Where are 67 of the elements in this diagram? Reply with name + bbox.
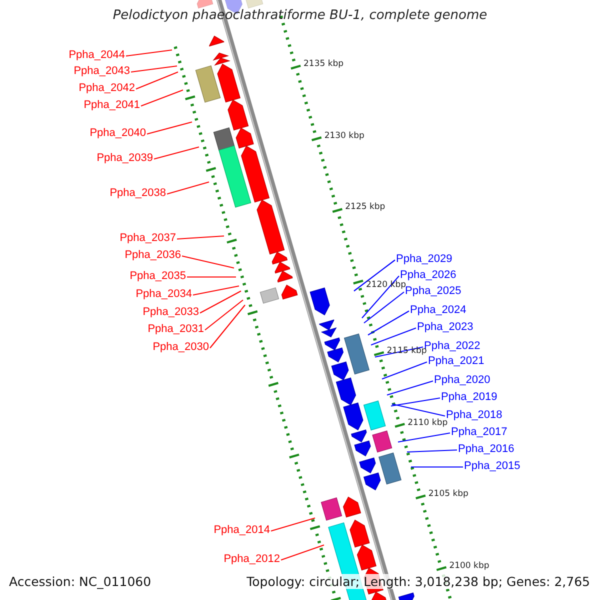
gene-label: Ppha_2018 [446,409,502,422]
leader-line [187,276,236,278]
gene-label: Ppha_2035 [130,270,186,283]
gene-label: Ppha_2014 [214,524,270,537]
gene-label: Ppha_2041 [84,99,140,112]
gene-label: Ppha_2023 [417,321,474,334]
gene-label: Ppha_2040 [90,127,146,140]
leader-line [270,517,316,532]
gene-label: Ppha_2016 [458,443,514,456]
leader-line [280,544,324,561]
scale-label: 2100 kbp [449,560,490,571]
gene-label: Ppha_2037 [120,232,176,245]
gene-label: Ppha_2020 [434,374,490,387]
leader-line [382,361,428,380]
leader-line [200,290,242,314]
leader-line [368,310,410,336]
leader-line [386,380,434,396]
leader-line [210,304,246,348]
leader-line [354,260,396,292]
leader-line [362,276,400,318]
gene-label: Ppha_2038 [110,187,166,200]
gene-label: Ppha_2019 [441,391,498,404]
leader-line [154,146,200,160]
gene-label: Ppha_2026 [400,269,456,282]
leader-line [411,466,463,468]
gene-label: Ppha_2044 [68,49,125,62]
leader-line [166,181,210,195]
leader-line [176,235,224,240]
gene-label: Ppha_2039 [96,152,153,165]
leader-line [192,285,240,296]
gene-label: Ppha_2021 [428,355,484,368]
leader-line [370,327,416,346]
leader-line [364,292,404,324]
gene-label: Ppha_2033 [142,306,199,319]
leader-line [406,449,458,453]
leader-line [136,72,178,90]
gene-label: Ppha_2042 [78,82,135,95]
leader-line [204,300,244,330]
scale-label: 2110 kbp [408,418,448,428]
gene-label: Ppha_2017 [451,426,508,439]
gene-label: Ppha_2030 [152,341,209,354]
leader-line [182,255,234,269]
scale-label: 2125 kbp [345,202,386,212]
chart-title: Pelodictyon phaeoclathratiforme BU-1, complete genome [112,8,488,23]
gene-label: Ppha_2024 [410,304,466,317]
leader-line [130,65,178,73]
gene-label: Ppha_2034 [136,288,192,301]
scale-label: 2105 kbp [428,489,468,500]
scale-label: 2130 kbp [324,130,364,141]
leader-line [392,403,446,417]
gene-label: Ppha_2029 [396,253,452,266]
gene-label: Ppha_2022 [424,340,480,353]
gene-label: Ppha_2015 [464,460,520,473]
gene-label: Ppha_2031 [148,323,204,336]
leader-line [126,49,172,57]
gene-label: Ppha_2012 [224,553,280,566]
leader-line [140,89,184,107]
scale-label: 2120 kbp [366,280,406,290]
genome-info-text: Topology: circular; Length: 3,018,238 bp; Genes: 2,765 [246,574,590,589]
gene-label: Ppha_2025 [405,285,462,298]
gene-label: Ppha_2036 [124,249,181,262]
leader-line [398,432,450,443]
leader-line [390,397,440,407]
accession-text: Accession: NC_011060 [9,574,152,589]
gene-label: Ppha_2043 [74,65,130,78]
leader-line [146,121,192,135]
scale-label: 2135 kbp [304,59,344,70]
